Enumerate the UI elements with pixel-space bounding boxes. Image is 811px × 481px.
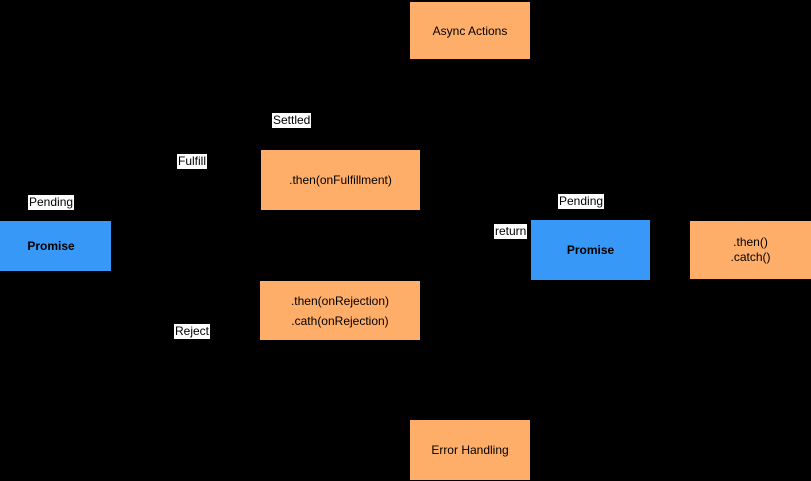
node-label: Error Handling: [431, 443, 509, 457]
edge-label-fulfill: Fulfill: [177, 154, 208, 169]
node-label-line2: .cath(onRejection): [291, 313, 389, 328]
node-label-line2: .catch(): [730, 250, 771, 264]
node-label: Promise: [566, 243, 615, 257]
node-then-catch: .then() .catch(): [690, 221, 811, 279]
node-async-actions: Async Actions: [410, 2, 530, 59]
node-promise-right: Promise: [531, 220, 650, 280]
node-then-onrejection: .then(onRejection) .cath(onRejection): [260, 281, 420, 340]
edge-label-settled: Settled: [272, 113, 312, 128]
node-label: Promise: [27, 239, 75, 253]
node-label-line1: .then(onRejection): [290, 293, 390, 308]
edge-label-return: return: [494, 224, 528, 239]
edge-label-pending-left: Pending: [28, 195, 75, 210]
node-label-line1: .then(): [733, 235, 768, 249]
node-error-handling: Error Handling: [410, 420, 530, 480]
edge-label-reject: Reject: [174, 324, 211, 339]
node-promise-left: Promise: [0, 221, 111, 271]
node-label: .then(onFulfillment): [289, 173, 392, 187]
node-then-onfulfillment: .then(onFulfillment): [261, 150, 420, 210]
edge-label-pending-right: Pending: [558, 194, 605, 209]
node-label: Async Actions: [432, 23, 508, 38]
